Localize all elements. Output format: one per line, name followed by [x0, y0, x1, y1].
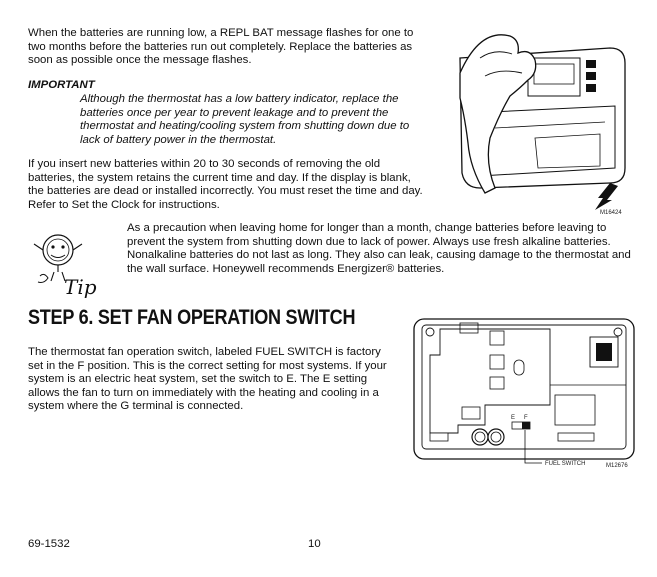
page-number: 10 [308, 538, 321, 550]
page-title: STEP 6. SET FAN OPERATION SWITCH [28, 306, 356, 329]
important-label: IMPORTANT [28, 79, 95, 91]
switch-e-label: E [511, 415, 515, 421]
fuel-switch-callout: FUEL SWITCH [545, 461, 585, 467]
important-paragraph: Although the thermostat has a low batter… [80, 93, 410, 146]
tip-paragraph: As a precaution when leaving home for lo… [127, 222, 631, 275]
intro-paragraph: When the batteries are running low, a RE… [28, 27, 414, 67]
thermostat-battery-illustration: M16424 [459, 34, 626, 216]
battery-figure-code: M16424 [600, 210, 622, 216]
switch-f-label: F [524, 415, 528, 421]
tip-icon-label: Tip [64, 275, 97, 298]
fuel-switch-illustration: E F FUEL SWITCH M12676 [413, 318, 635, 469]
doc-number: 69-1532 [28, 538, 70, 550]
switch-figure-code: M12676 [606, 463, 628, 469]
step6-paragraph: The thermostat fan operation switch, lab… [28, 346, 387, 413]
tip-icon: Tip [33, 234, 97, 298]
reinsert-paragraph: If you insert new batteries within 20 to… [28, 158, 423, 211]
